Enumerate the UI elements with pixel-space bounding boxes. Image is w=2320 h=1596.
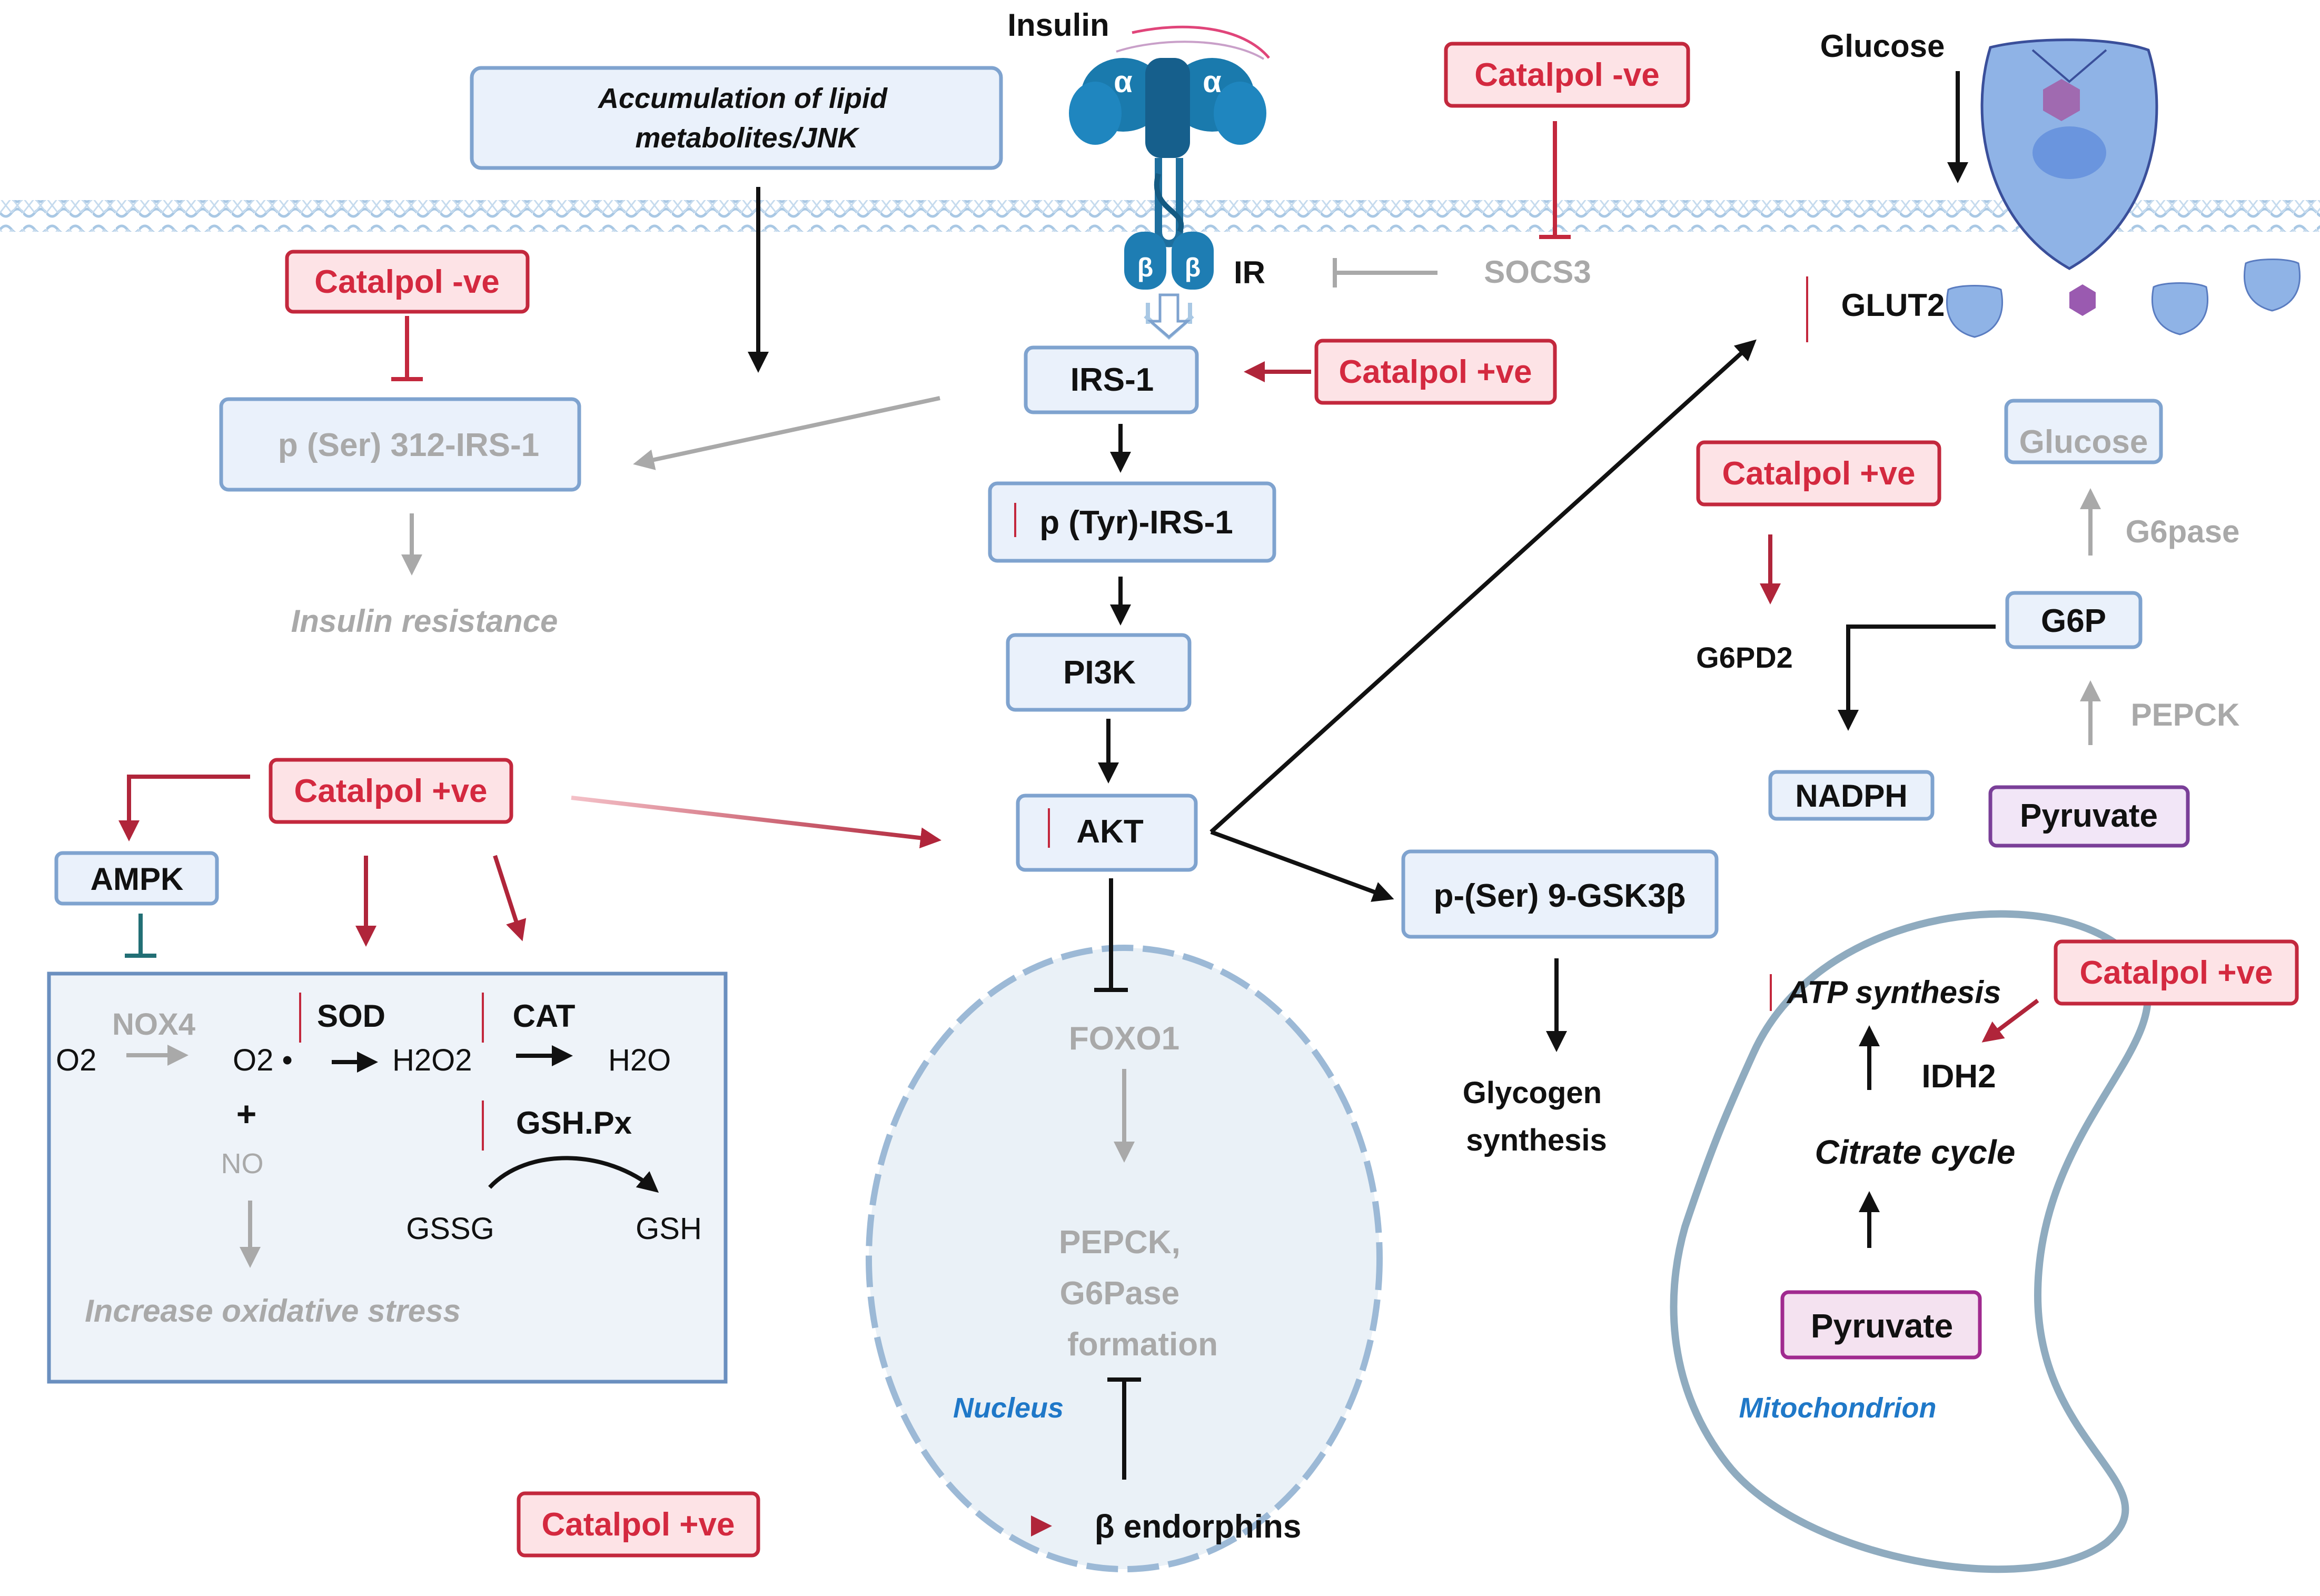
endorphins-label: β endorphins [1095,1509,1302,1545]
atp-label: ATP synthesis [1786,975,2001,1010]
arrow-akt-glut2 [1209,339,1757,834]
g6pase-label: G6pase [2126,514,2240,549]
citrate-label: Citrate cycle [1815,1133,2016,1171]
lipid-label: Accumulation of lipid metabolites/JNK [597,83,895,154]
mito-pyruvate-label: Pyruvate [1811,1307,1953,1345]
akt-box [1016,794,1198,872]
inhibit-ampk-nox4 [125,914,156,958]
arrow-receptor-irs1 [1147,293,1191,339]
catalpol-pos-left: Catalpol +ve [294,773,488,809]
inhibit-socs3-ir [1333,258,1437,288]
mitochondrion-shape [1670,910,2152,1573]
inhibit-catalpol-socs3 [1539,121,1571,239]
catalpol-pos-irs1: Catalpol +ve [1339,354,1532,390]
ampk-label: AMPK [91,861,184,897]
glut2-label: GLUT2 [1841,288,1945,323]
pepck-formation-label: PEPCK, G6Pase formation [1059,1224,1218,1363]
beta-label-left: β [1137,253,1154,282]
catalpol-pos-box-bottom [517,1491,760,1558]
catalpol-neg-box-left [285,250,530,314]
liver-glucose-label: Glucose [2019,424,2148,460]
glucose-transporter-icon [1980,38,2158,270]
catalpol-neg-top: Catalpol -ve [1474,57,1659,93]
beta-label-right: β [1185,253,1201,282]
pi3k-label: PI3K [1063,655,1136,691]
idh2-label: IDH2 [1921,1058,1996,1095]
pyruvate-box [1988,785,2190,848]
gssg-label: GSSG [406,1212,494,1246]
g6p-label: G6P [2041,603,2106,639]
o2-radical-label: O2 • [233,1043,293,1077]
plus-label: + [236,1094,257,1133]
h2o2-label: H2O2 [392,1043,472,1077]
nadph-label: NADPH [1795,778,1907,814]
inhibit-catalpol-ser312 [391,316,423,381]
gsk-box [1401,849,1719,939]
h2o-label: H2O [608,1043,671,1077]
gsh-label: GSH [636,1212,702,1246]
cat-label: CAT [513,998,576,1034]
insulin-resistance-label: Insulin resistance [291,603,558,639]
nadph-box [1768,770,1935,821]
foxo1-label: FOXO1 [1069,1020,1179,1057]
catalpol-pos-bottom: Catalpol +ve [542,1506,735,1543]
arrow-g6p-nadph [1838,624,1996,731]
ir-label: IR [1234,255,1265,290]
akt-label: AKT [1076,814,1144,850]
catalpol-pos-mito: Catalpol +ve [2080,955,2273,991]
arrow-gssg-gsh [488,1156,659,1193]
pi3k-box [1006,633,1192,712]
ser312-label: p (Ser) 312-IRS-1 [278,427,539,463]
alpha-label-right: α [1203,65,1222,99]
arrow-catalpol-cat [493,855,527,941]
insulin-receptor-icon [1069,25,1270,340]
oxidative-panel [47,972,728,1384]
catalpol-pos-liver: Catalpol +ve [1722,455,1916,492]
irs1-label: IRS-1 [1070,362,1154,398]
mito-pyruvate-box [1780,1290,1982,1360]
arrow-akt-gsk [1210,830,1394,902]
socs3-label: SOCS3 [1484,254,1591,290]
nucleus-label: Nucleus [953,1392,1064,1424]
catalpol-pos-box-irs1 [1314,339,1557,405]
catalpol-neg-box-top [1444,42,1690,108]
ser312-box [219,397,581,492]
glycogen-label: Glycogen synthesis [1463,1076,1610,1157]
arrow-catalpol-ampk [118,775,250,841]
lipid-box [470,66,1003,170]
stress-label: Increase oxidative stress [85,1293,461,1329]
irs1-box [1024,345,1199,414]
glut2-small-icons [1946,259,2301,338]
nucleus-shape [866,945,1383,1572]
g6p-box [2005,591,2143,649]
inhibit-endorphins-pepck [1107,1377,1141,1480]
arrow-irs1-ser312 [633,396,940,470]
pyruvate-label: Pyruvate [2020,798,2158,834]
sod-label: SOD [317,998,385,1034]
gsk-label: p-(Ser) 9-GSK3β [1434,878,1686,914]
arrow-catalpol-idh2 [1981,998,2039,1043]
g6pd2-label: G6PD2 [1696,641,1793,674]
alpha-label-left: α [1114,65,1133,99]
catalpol-pos-box-liver [1696,440,1941,507]
pepck-label: PEPCK [2131,697,2240,732]
ptyr-box [988,481,1276,563]
glucose-label-top: Glucose [1820,28,1945,64]
insulin-label: Insulin [1007,7,1109,43]
catalpol-pos-box-mito [2054,939,2299,1006]
catalpol-pos-box-left [269,758,513,824]
inhibit-akt-foxo1 [1094,878,1128,992]
ampk-box [54,851,219,906]
arrow-catalpol-akt [571,796,941,849]
nox4-label: NOX4 [112,1007,195,1042]
gshpx-label: GSH.Px [516,1105,632,1141]
ptyr-label: p (Tyr)-IRS-1 [1039,504,1233,541]
catalpol-neg-left: Catalpol -ve [314,264,499,300]
mito-label: Mitochondrion [1739,1392,1937,1424]
o2-label: O2 [56,1043,96,1077]
liver-glucose-box [2004,399,2163,464]
no-label: NO [221,1148,264,1179]
